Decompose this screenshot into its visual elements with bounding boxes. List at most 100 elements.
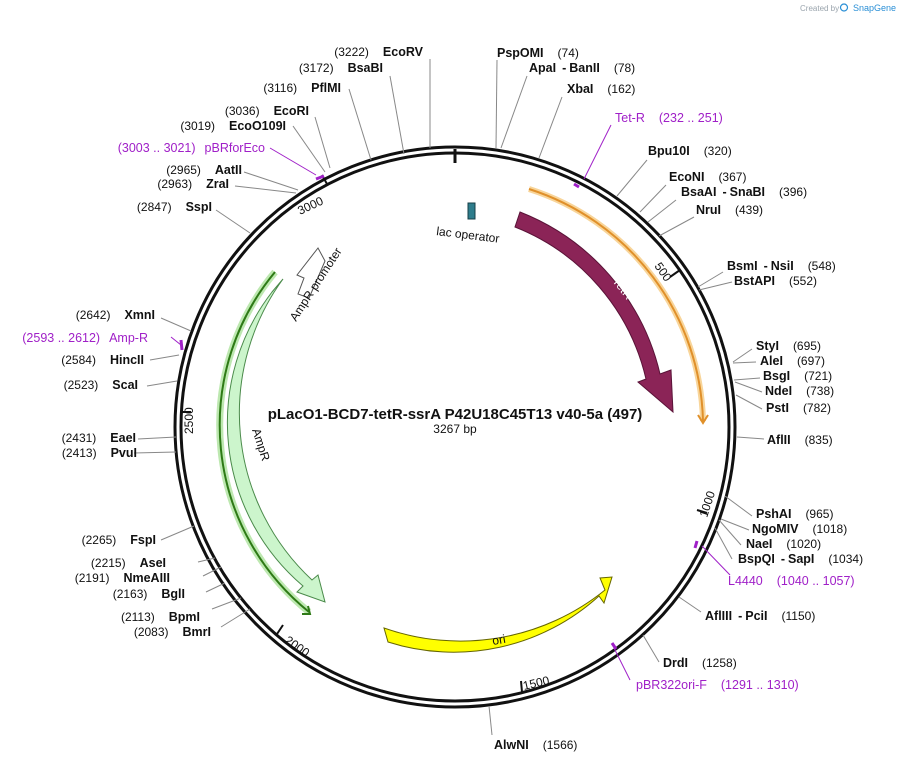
svg-text:ApaI-BanII(78): ApaI-BanII(78) <box>529 61 635 75</box>
site-bmri[interactable]: BmrI <box>183 625 211 639</box>
site-bgli[interactable]: BglI <box>161 587 185 601</box>
primer-tetr[interactable]: Tet-R <box>615 111 645 125</box>
site-ecorv[interactable]: EcoRV <box>383 45 424 59</box>
svg-text:(2523)ScaI: (2523)ScaI <box>64 378 138 392</box>
svg-text:(2215)AseI: (2215)AseI <box>91 556 166 570</box>
site-psti[interactable]: PstI <box>766 401 789 415</box>
svg-text:NaeI(1020): NaeI(1020) <box>746 537 821 551</box>
site-nsii[interactable]: NsiI <box>771 259 794 273</box>
site-xmni[interactable]: XmnI <box>124 308 155 322</box>
site-nmeaiii[interactable]: NmeAIII <box>123 571 170 585</box>
site-pshai[interactable]: PshAI <box>756 507 791 521</box>
site-pcii[interactable]: PciI <box>745 609 767 623</box>
svg-text:BsgI(721): BsgI(721) <box>763 369 832 383</box>
site-aatii[interactable]: AatII <box>215 163 242 177</box>
svg-text:(2413)PvuI: (2413)PvuI <box>62 446 137 460</box>
site-alei[interactable]: AleI <box>760 354 783 368</box>
svg-text:AflII(835): AflII(835) <box>767 433 833 447</box>
site-snabi[interactable]: SnaBI <box>730 185 765 199</box>
tick-label-2000: 2000 <box>282 633 312 660</box>
primer-marker-pbr322ori <box>610 642 618 650</box>
site-sspi[interactable]: SspI <box>186 200 212 214</box>
site-drdi[interactable]: DrdI <box>663 656 688 670</box>
site-bsaai[interactable]: BsaAI <box>681 185 716 199</box>
plasmid-name: pLacO1-BCD7-tetR-ssrA P42U18C45T13 v40-5… <box>268 406 643 423</box>
tick-500 <box>669 269 681 278</box>
plasmid-length: 3267 bp <box>433 422 477 436</box>
site-xbai[interactable]: XbaI <box>567 82 593 96</box>
site-naei[interactable]: NaeI <box>746 537 772 551</box>
tick-label-1500: 1500 <box>522 673 551 693</box>
svg-text:AleI(697): AleI(697) <box>760 354 825 368</box>
primer-marker-l4440 <box>693 540 699 549</box>
site-bstapi[interactable]: BstAPI <box>734 274 775 288</box>
svg-text:(2593 .. 2612)Amp-R: (2593 .. 2612)Amp-R <box>22 331 148 345</box>
primer-markers <box>179 174 699 650</box>
site-bpmi[interactable]: BpmI <box>169 610 200 624</box>
site-ecoo109i[interactable]: EcoO109I <box>229 119 286 133</box>
ampr-promoter-feature[interactable] <box>296 247 326 299</box>
site-nrui[interactable]: NruI <box>696 203 721 217</box>
tetr-orf-arc <box>528 188 704 422</box>
tick-1000 <box>696 509 708 514</box>
site-bpu10i[interactable]: Bpu10I <box>648 144 690 158</box>
primer-l4440[interactable]: L4440 <box>728 574 763 588</box>
site-zrai[interactable]: ZraI <box>206 177 229 191</box>
site-econi[interactable]: EcoNI <box>669 170 704 184</box>
site-sapi[interactable]: SapI <box>788 552 814 566</box>
site-scai[interactable]: ScaI <box>112 378 138 392</box>
svg-text:(2083)BmrI: (2083)BmrI <box>134 625 211 639</box>
svg-text:(2965)AatII: (2965)AatII <box>166 163 242 177</box>
lac-operator-feature[interactable] <box>467 202 476 220</box>
svg-text:(2191)NmeAIII: (2191)NmeAIII <box>75 571 170 585</box>
svg-text:BstAPI(552): BstAPI(552) <box>734 274 817 288</box>
site-pspomi[interactable]: PspOMI <box>497 46 544 60</box>
site-bsgi[interactable]: BsgI <box>763 369 790 383</box>
site-pvui[interactable]: PvuI <box>111 446 137 460</box>
site-pflmi[interactable]: PflMI <box>311 81 341 95</box>
primer-marker-ampr <box>179 339 184 351</box>
svg-text:PshAI(965): PshAI(965) <box>756 507 833 521</box>
site-eaei[interactable]: EaeI <box>110 431 136 445</box>
primer-amp-r[interactable]: Amp-R <box>109 331 148 345</box>
site-styi[interactable]: StyI <box>756 339 779 353</box>
primer-pbrforeco[interactable]: pBRforEco <box>205 141 265 155</box>
site-fspi[interactable]: FspI <box>130 533 156 547</box>
site-ngomiv[interactable]: NgoMIV <box>752 522 799 536</box>
svg-text:(2163)BglI: (2163)BglI <box>113 587 185 601</box>
site-ndei[interactable]: NdeI <box>765 384 792 398</box>
restriction-sites-right: PspOMI(74) ApaI-BanII(78) XbaI(162) Bpu1… <box>494 46 863 752</box>
tick-2000 <box>276 624 284 635</box>
site-bspqi[interactable]: BspQI <box>738 552 775 566</box>
site-hincii[interactable]: HincII <box>110 353 144 367</box>
restriction-sites-left: (2083)BmrI (2113)BpmI (2163)BglI (2191)N… <box>61 45 423 639</box>
svg-text:(2431)EaeI: (2431)EaeI <box>62 431 136 445</box>
ori-feature[interactable] <box>383 576 613 653</box>
tick-label-2500: 2500 <box>182 407 196 434</box>
ampr-orf-arc <box>218 271 310 613</box>
site-afliii[interactable]: AflIII <box>705 609 732 623</box>
primer-marker-pbrforeco <box>315 174 325 181</box>
ampr-feature[interactable] <box>226 278 326 603</box>
site-alwni[interactable]: AlwNI <box>494 738 529 752</box>
ampr-feature-label: AmpR <box>249 427 273 463</box>
primer-leader-lines <box>170 124 731 681</box>
site-aflii[interactable]: AflII <box>767 433 791 447</box>
site-bsabi[interactable]: BsaBI <box>348 61 383 75</box>
site-ecori[interactable]: EcoRI <box>274 104 309 118</box>
site-asei[interactable]: AseI <box>140 556 166 570</box>
ori-feature-label: ori <box>491 632 507 648</box>
site-bsmi[interactable]: BsmI <box>727 259 758 273</box>
svg-text:(2642)XmnI: (2642)XmnI <box>76 308 155 322</box>
snapgene-brand: SnapGene <box>853 3 896 13</box>
tetr-orf-arrow <box>697 414 709 425</box>
svg-text:StyI(695): StyI(695) <box>756 339 821 353</box>
svg-text:(2963)ZraI: (2963)ZraI <box>157 177 229 191</box>
svg-text:L4440(1040 .. 1057): L4440(1040 .. 1057) <box>728 574 855 588</box>
tetr-feature[interactable] <box>514 211 674 414</box>
primer-pbr322ori-f[interactable]: pBR322ori-F <box>636 678 707 692</box>
site-apai[interactable]: ApaI <box>529 61 556 75</box>
svg-text:XbaI(162): XbaI(162) <box>567 82 635 96</box>
site-banii[interactable]: BanII <box>569 61 600 75</box>
